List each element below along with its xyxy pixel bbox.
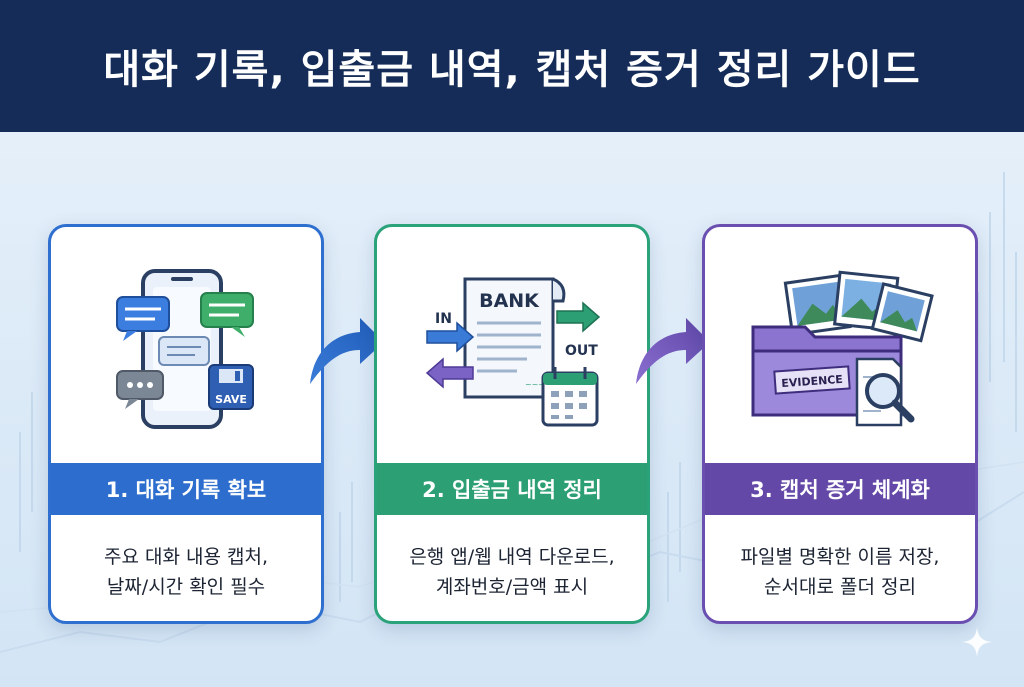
step-1-title: 1. 대화 기록 확보 — [51, 463, 321, 515]
step-card-2: BANK ~~~ IN OUT — [374, 224, 650, 624]
evidence-folder-icon: EVIDENCE — [705, 227, 975, 459]
step-card-1: SAVE 1. 대화 기록 확보 주요 대화 내용 캡처, 날짜/시간 확인 필… — [48, 224, 324, 624]
arrow-right-icon — [636, 318, 710, 384]
sparkle-icon — [962, 627, 992, 657]
step-1-description: 주요 대화 내용 캡처, 날짜/시간 확인 필수 — [51, 527, 321, 617]
svg-text:~~~: ~~~ — [525, 380, 545, 389]
evidence-label: EVIDENCE — [781, 373, 843, 390]
step-3-desc-line-1: 파일별 명확한 이름 저장, — [740, 546, 940, 568]
step-3-desc-line-2: 순서대로 폴더 정리 — [764, 576, 916, 598]
step-3-description: 파일별 명확한 이름 저장, 순서대로 폴더 정리 — [705, 527, 975, 617]
out-label: OUT — [565, 343, 598, 359]
save-label: SAVE — [215, 393, 247, 406]
step-1-desc-line-2: 날짜/시간 확인 필수 — [106, 576, 266, 598]
phone-chat-save-icon: SAVE — [51, 227, 321, 459]
step-card-3: EVIDENCE 3. 캡처 증거 체계화 파일별 명확한 이름 저장, 순서대… — [702, 224, 978, 624]
header-bar: 대화 기록, 입출금 내역, 캡처 증거 정리 가이드 — [0, 0, 1024, 132]
bank-statement-icon: BANK ~~~ IN OUT — [377, 227, 647, 459]
step-2-desc-line-2: 계좌번호/금액 표시 — [435, 576, 589, 598]
arrow-right-icon — [310, 318, 384, 384]
bank-label: BANK — [479, 290, 540, 312]
in-label: IN — [435, 311, 452, 327]
step-1-desc-line-1: 주요 대화 내용 캡처, — [104, 546, 268, 568]
step-2-description: 은행 앱/웹 내역 다운로드, 계좌번호/금액 표시 — [377, 527, 647, 617]
step-2-title: 2. 입출금 내역 정리 — [377, 463, 647, 515]
page-title: 대화 기록, 입출금 내역, 캡처 증거 정리 가이드 — [103, 47, 921, 93]
step-3-title: 3. 캡처 증거 체계화 — [705, 463, 975, 515]
step-2-desc-line-1: 은행 앱/웹 내역 다운로드, — [409, 546, 615, 568]
